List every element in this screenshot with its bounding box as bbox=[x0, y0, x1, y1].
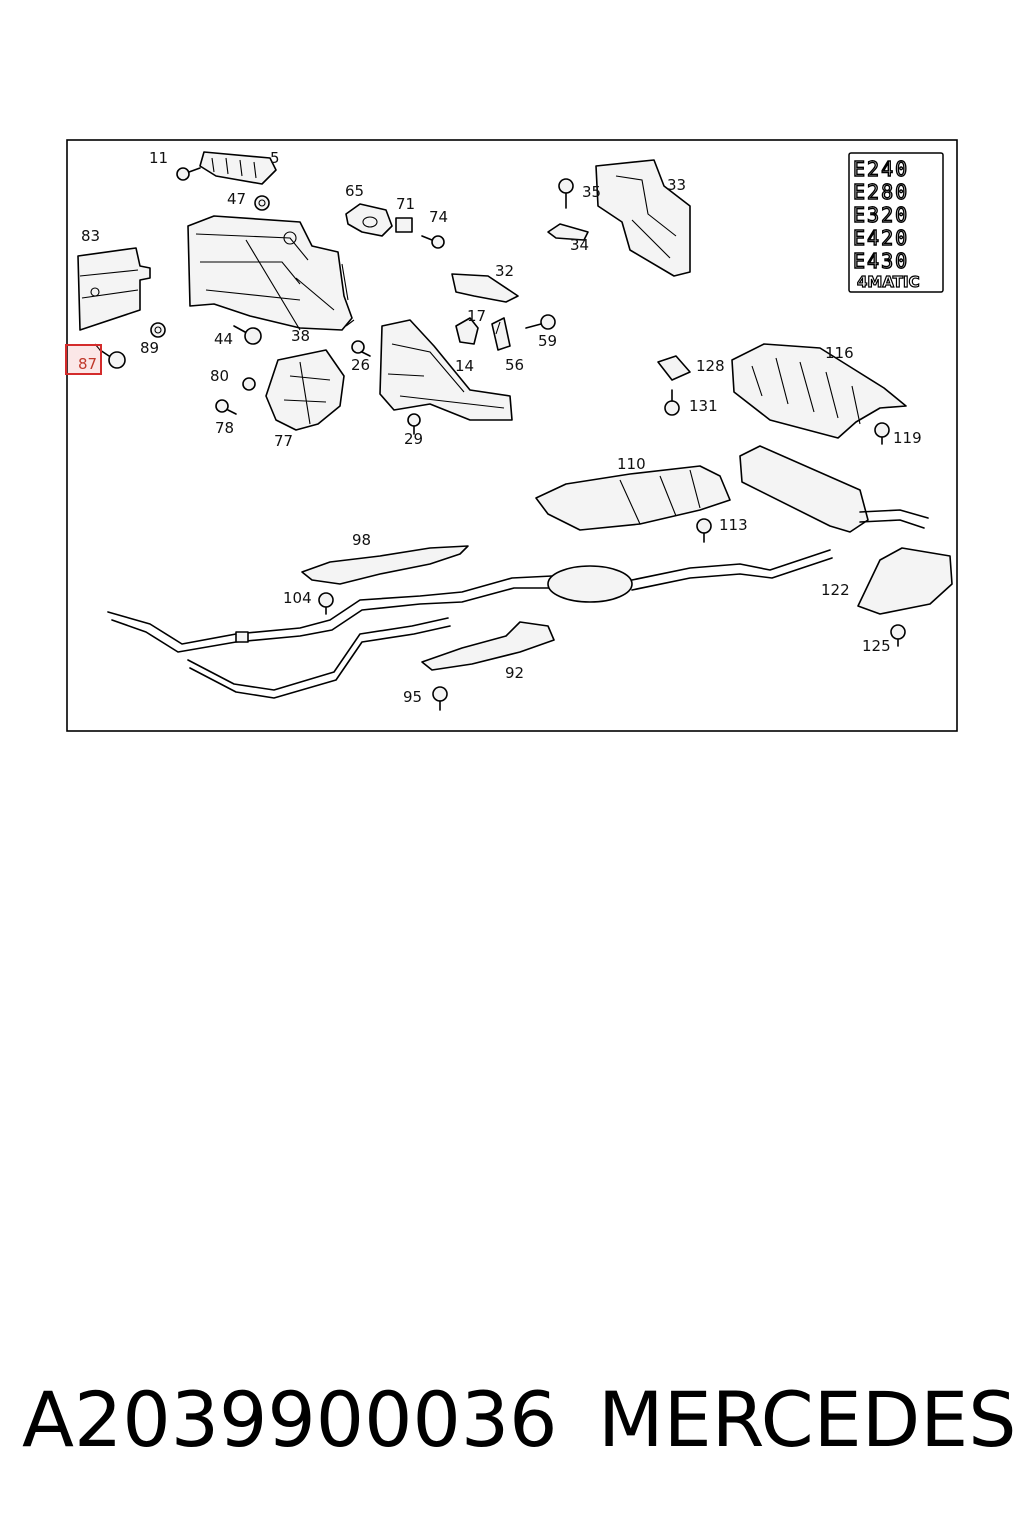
callout-29: 29 bbox=[404, 430, 423, 448]
callout-95: 95 bbox=[403, 688, 422, 706]
part-65-bracket bbox=[345, 203, 393, 237]
callout-74: 74 bbox=[429, 208, 448, 226]
callout-71: 71 bbox=[396, 195, 415, 213]
brand-name: MERCEDES bbox=[598, 1375, 1017, 1464]
callout-78: 78 bbox=[215, 419, 234, 437]
model-e280: E280 bbox=[853, 180, 909, 204]
part-35-screw bbox=[558, 178, 574, 209]
part-5-bracket bbox=[199, 151, 277, 185]
part-80-nut bbox=[242, 377, 256, 391]
callout-34: 34 bbox=[570, 236, 589, 254]
part-33-shield bbox=[595, 159, 691, 277]
part-113-bolt bbox=[696, 518, 712, 543]
exhaust-system-diagram: E240 E280 E320 E420 E430 4MATIC bbox=[0, 0, 1024, 760]
part-34-clip bbox=[547, 223, 589, 241]
callout-113: 113 bbox=[719, 516, 748, 534]
callout-131: 131 bbox=[689, 397, 718, 415]
callout-32: 32 bbox=[495, 262, 514, 280]
callout-122: 122 bbox=[821, 581, 850, 599]
part-83-shield-plate bbox=[77, 247, 151, 331]
part-104-bolt bbox=[318, 592, 334, 615]
model-e320: E320 bbox=[853, 203, 909, 227]
model-e430: E430 bbox=[853, 249, 909, 273]
caption-bar: A2039900036 MERCEDES bbox=[0, 1370, 1024, 1470]
part-38-heat-shield bbox=[187, 215, 353, 331]
callout-119: 119 bbox=[893, 429, 922, 447]
part-92-heat-shield bbox=[421, 621, 555, 671]
highlight-box-87 bbox=[65, 344, 102, 375]
callout-80: 80 bbox=[210, 367, 229, 385]
part-26-bolt bbox=[351, 340, 371, 357]
callout-35: 35 bbox=[582, 183, 601, 201]
part-47-nut bbox=[254, 195, 270, 211]
callout-83: 83 bbox=[81, 227, 100, 245]
part-77-shield bbox=[265, 349, 345, 431]
callout-5: 5 bbox=[270, 149, 280, 167]
diagram-svg: E240 E280 E320 E420 E430 4MATIC bbox=[65, 139, 958, 732]
callout-17: 17 bbox=[467, 307, 486, 325]
part-131-screw bbox=[664, 389, 680, 416]
part-116-heat-shield bbox=[731, 343, 907, 439]
callout-59: 59 bbox=[538, 332, 557, 350]
part-125-bolt bbox=[890, 624, 906, 647]
callout-125: 125 bbox=[862, 637, 891, 655]
model-badge-box: E240 E280 E320 E420 E430 4MATIC bbox=[848, 152, 944, 293]
model-e420: E420 bbox=[853, 226, 909, 250]
part-32-bracket bbox=[451, 273, 519, 303]
part-number: A2039900036 bbox=[22, 1375, 558, 1464]
part-119-bolt bbox=[874, 422, 890, 445]
callout-14: 14 bbox=[455, 357, 474, 375]
part-29-bolt bbox=[407, 413, 421, 435]
part-74-screw bbox=[421, 235, 445, 249]
callout-47: 47 bbox=[227, 190, 246, 208]
callout-128: 128 bbox=[696, 357, 725, 375]
part-95-bolt bbox=[432, 686, 448, 711]
model-e240: E240 bbox=[853, 157, 909, 181]
callout-56: 56 bbox=[505, 356, 524, 374]
callout-104: 104 bbox=[283, 589, 312, 607]
part-110-heat-shield bbox=[535, 465, 731, 531]
callout-65: 65 bbox=[345, 182, 364, 200]
part-78-bolt bbox=[215, 399, 237, 415]
callout-110: 110 bbox=[617, 455, 646, 473]
part-71-clip bbox=[395, 217, 413, 233]
callout-116: 116 bbox=[825, 344, 854, 362]
model-4matic: 4MATIC bbox=[857, 273, 920, 291]
part-98-heat-shield bbox=[301, 545, 469, 585]
part-44-bolt bbox=[233, 325, 262, 345]
part-122-shield bbox=[857, 547, 953, 615]
part-89-nut bbox=[150, 322, 166, 338]
callout-33: 33 bbox=[667, 176, 686, 194]
part-11-bolt bbox=[176, 167, 201, 181]
exhaust-pipe-system bbox=[107, 445, 929, 699]
callout-38: 38 bbox=[291, 327, 310, 345]
callout-87: 87 bbox=[78, 355, 97, 373]
callout-26: 26 bbox=[351, 356, 370, 374]
callout-98: 98 bbox=[352, 531, 371, 549]
callout-44: 44 bbox=[214, 330, 233, 348]
callout-11: 11 bbox=[149, 149, 168, 167]
leader-lines bbox=[94, 263, 501, 351]
callout-89: 89 bbox=[140, 339, 159, 357]
part-14-heat-shield bbox=[379, 319, 513, 421]
part-17-bracket bbox=[455, 317, 479, 345]
part-59-bolt bbox=[525, 314, 556, 330]
callout-92: 92 bbox=[505, 664, 524, 682]
callout-77: 77 bbox=[274, 432, 293, 450]
part-56-clip bbox=[491, 317, 511, 351]
part-128-clip bbox=[657, 355, 691, 381]
